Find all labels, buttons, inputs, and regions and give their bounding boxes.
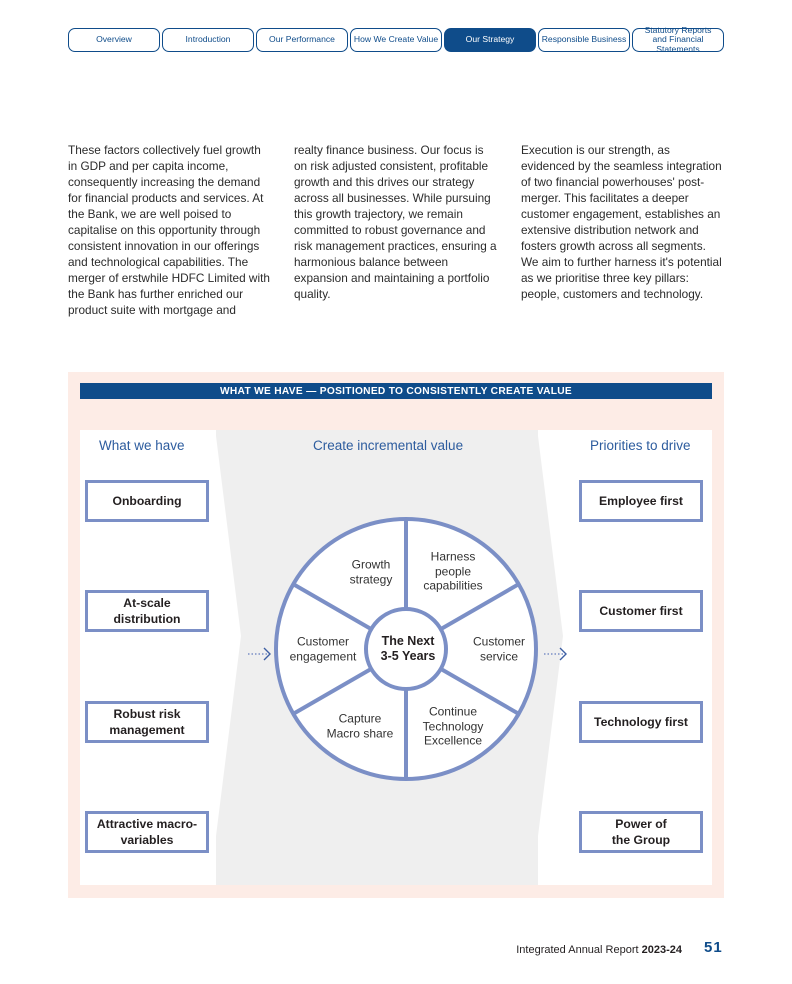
section-nav: Overview Introduction Our Performance Ho… — [68, 25, 724, 54]
body-column-1: These factors collectively fuel growth i… — [68, 142, 273, 318]
footer-report-title: Integrated Annual Report 2023-24 — [516, 944, 682, 956]
body-column-3: Execution is our strength, as evidenced … — [521, 142, 726, 302]
wheel-hub-label: The Next 3-5 Years — [380, 634, 436, 663]
report-year: 2023-24 — [641, 944, 682, 956]
segment-capture-macro-share: Capture Macro share — [326, 711, 394, 741]
segment-customer-service: Customer service — [472, 634, 525, 664]
tab-statutory-reports[interactable]: Statutory Reports and Financial Statemen… — [632, 25, 724, 53]
left-heading: What we have — [99, 438, 185, 453]
tab-our-performance[interactable]: Our Performance — [256, 28, 348, 52]
tab-introduction[interactable]: Introduction — [162, 28, 254, 52]
wheel-spoke — [292, 582, 372, 631]
body-paragraph: These factors collectively fuel growth i… — [68, 143, 270, 317]
page-number: 51 — [704, 939, 723, 956]
report-name: Integrated Annual Report — [516, 944, 639, 956]
box-attractive-macro-variables: Attractive macro-variables — [85, 811, 209, 853]
box-onboarding: Onboarding — [85, 480, 209, 522]
tab-our-strategy[interactable]: Our Strategy — [444, 28, 536, 52]
tab-responsible-business[interactable]: Responsible Business — [538, 28, 630, 52]
center-heading: Create incremental value — [313, 438, 464, 453]
box-robust-risk-management: Robust risk management — [85, 701, 209, 743]
box-technology-first: Technology first — [579, 701, 703, 743]
segment-harness-people: Harness people capabilities — [423, 549, 483, 593]
box-customer-first: Customer first — [579, 590, 703, 632]
right-heading: Priorities to drive — [590, 438, 691, 453]
segment-customer-engagement: Customer engagement — [289, 634, 357, 664]
body-paragraph: Execution is our strength, as evidenced … — [521, 143, 722, 301]
body-column-2: realty finance business. Our focus is on… — [294, 142, 499, 302]
framework-banner: WHAT WE HAVE — POSITIONED TO CONSISTENTL… — [80, 383, 712, 399]
wheel-spoke — [440, 582, 520, 631]
box-employee-first: Employee first — [579, 480, 703, 522]
tab-how-we-create-value[interactable]: How We Create Value — [350, 28, 442, 52]
segment-growth-strategy: Growth strategy — [349, 557, 393, 587]
arrow-right-head — [559, 647, 567, 661]
box-at-scale-distribution: At-scale distribution — [85, 590, 209, 632]
tab-overview[interactable]: Overview — [68, 28, 160, 52]
arrow-left-head — [263, 647, 271, 661]
body-paragraph: realty finance business. Our focus is on… — [294, 143, 497, 301]
wheel-spoke — [440, 667, 520, 716]
box-power-of-the-group: Power of the Group — [579, 811, 703, 853]
strategy-wheel — [274, 517, 538, 781]
wheel-hub — [364, 607, 448, 691]
wheel-spoke — [292, 667, 372, 716]
segment-technology-excellence: Continue Technology Excellence — [422, 704, 484, 748]
value-framework: WHAT WE HAVE — POSITIONED TO CONSISTENTL… — [68, 372, 724, 898]
